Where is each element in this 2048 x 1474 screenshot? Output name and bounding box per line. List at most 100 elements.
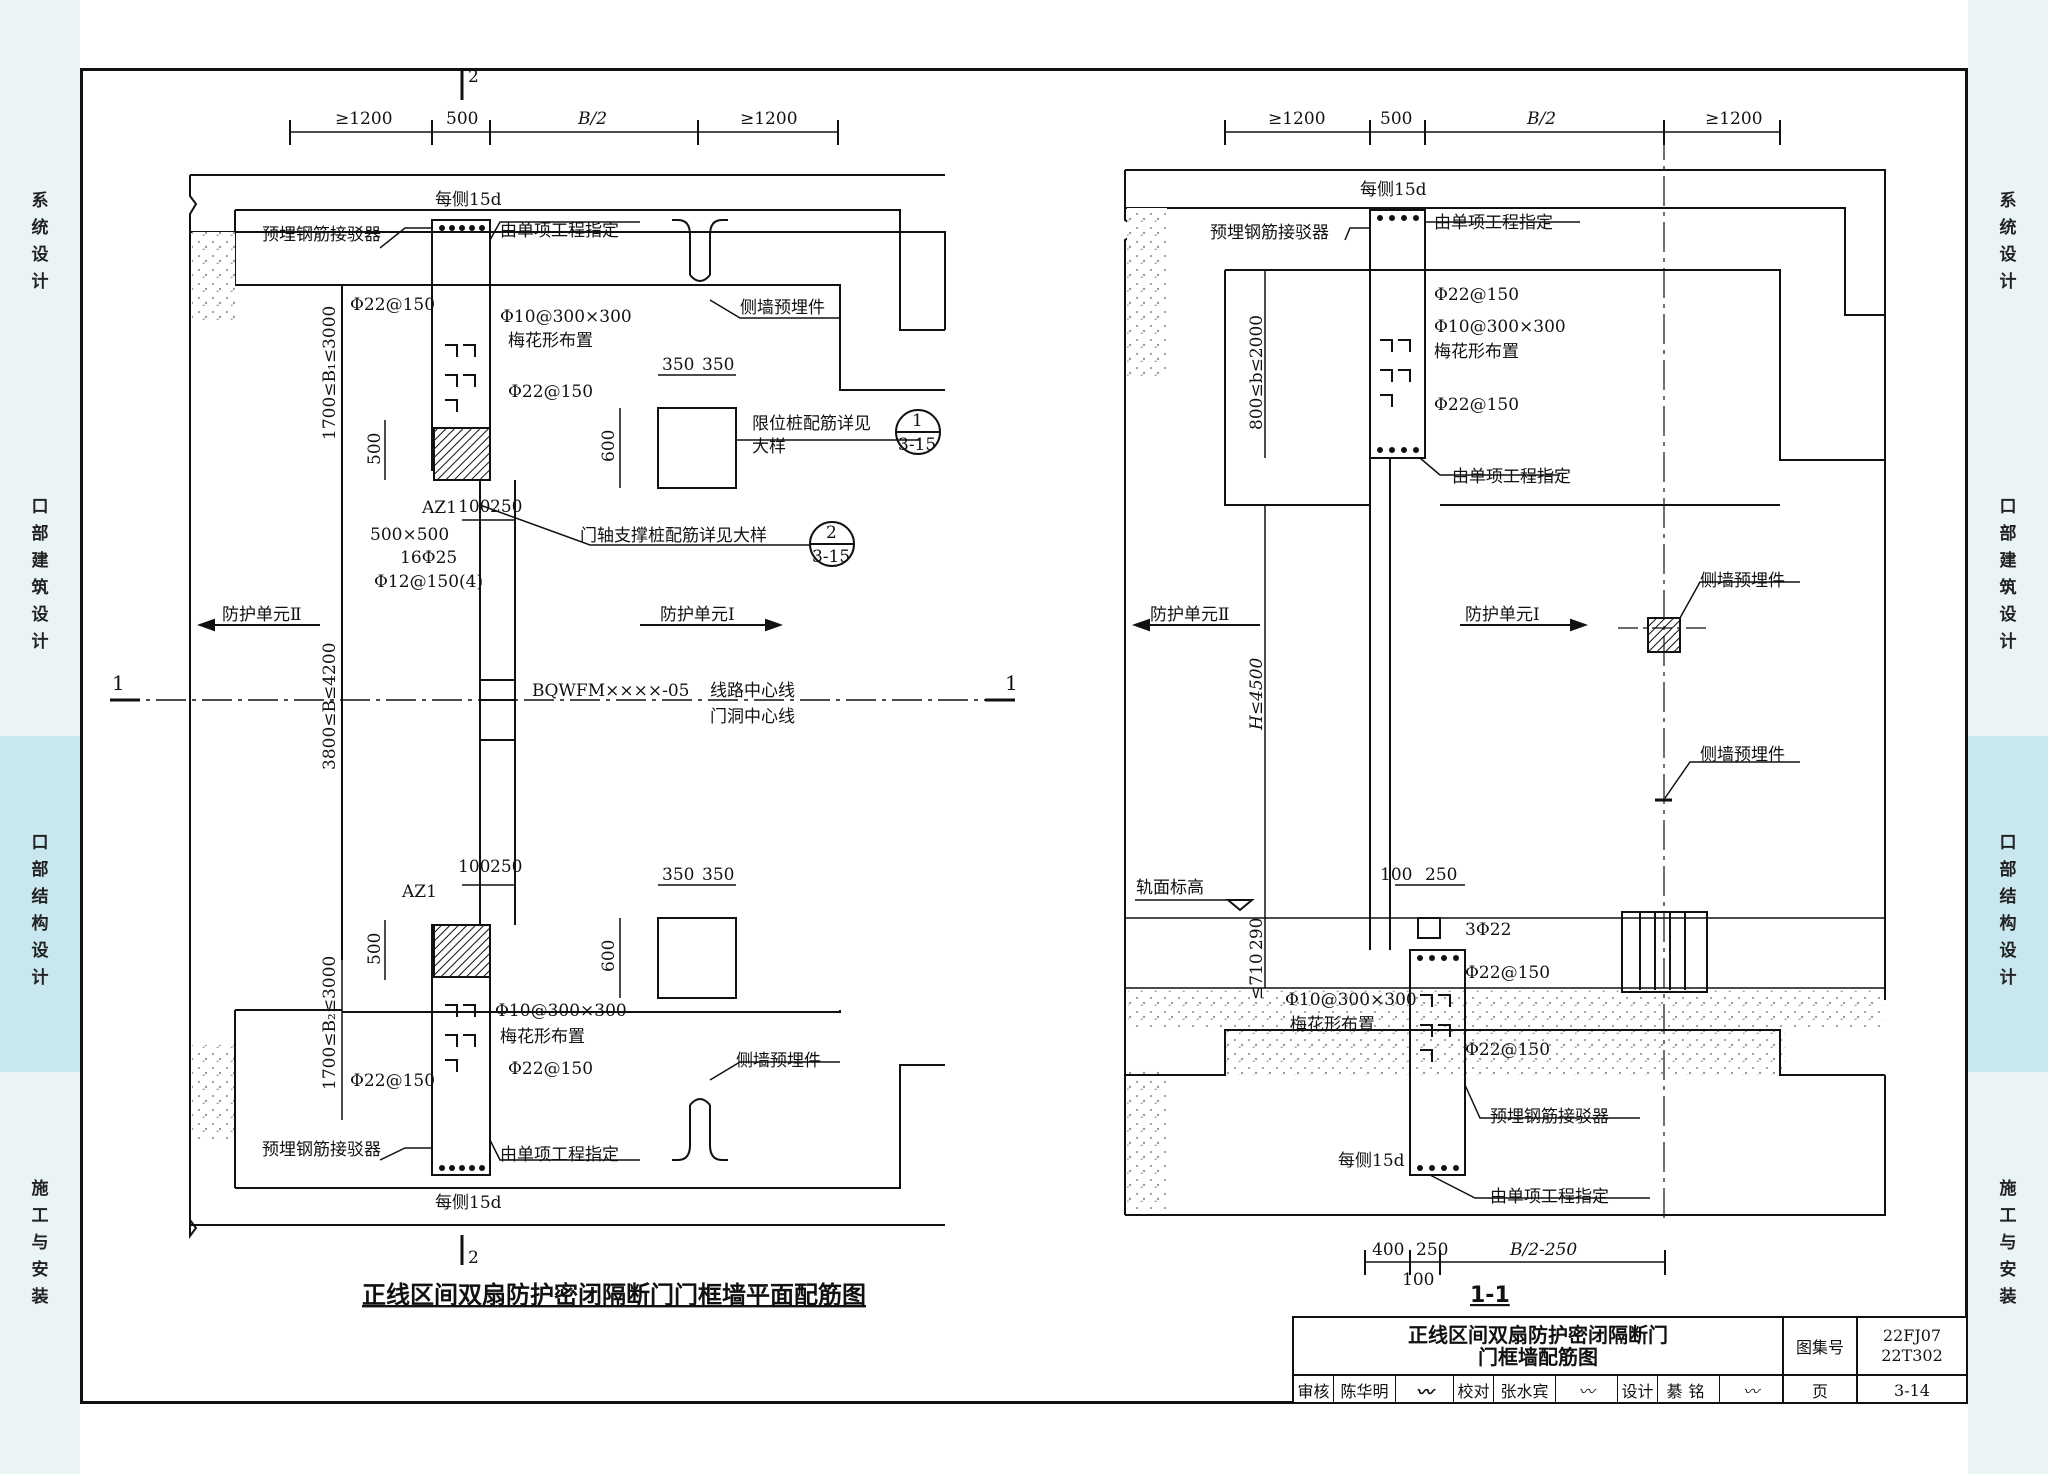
tb-atlas-no: 22FJ07 22T302 [1858, 1318, 1966, 1376]
plan-outer-wall-top [189, 175, 946, 330]
side-tab-glyph: 工 [31, 1206, 49, 1226]
section-plum: 梅花形布置 [1434, 342, 1519, 362]
side-tab-glyph: 筑 [31, 578, 49, 598]
right-band-1 [1968, 0, 2048, 400]
plan-door-code: BQWFM××××-05 [532, 681, 689, 701]
tb-designer: 綦铭 [1658, 1376, 1720, 1404]
section-bar-detail [1417, 917, 1441, 939]
tb-atlas-no-1: 22FJ07 [1882, 1326, 1942, 1345]
section-each-side-top: 每侧15d [1360, 180, 1427, 200]
section-frame-lower [1409, 949, 1466, 1176]
plan-dim-b1: 1700≤B₁≤3000 [320, 306, 340, 440]
side-tab-glyph: 装 [31, 1287, 49, 1307]
tb-page-label: 页 [1784, 1376, 1858, 1404]
plan-dim-b: 3800≤B≤4200 [320, 642, 340, 770]
section-unit2: 防护单元Ⅱ [1150, 605, 1230, 625]
section-each-side-bottom: 每侧15d [1338, 1151, 1405, 1171]
plan-az1-top: AZ1 [421, 498, 457, 518]
tb-title-1: 正线区间双扇防护密闭隔断门 [1408, 1323, 1668, 1347]
detail1-num: 1 [912, 411, 923, 431]
section-tie: Φ10@300×300 [1434, 317, 1566, 337]
section-dim-b: 800≤b≤2000 [1247, 315, 1267, 430]
side-tab-glyph: 与 [1999, 1233, 2017, 1253]
side-tab-glyph: 部 [31, 860, 49, 880]
plan-dim-600-bottom: 600 [599, 940, 619, 972]
section-tie-b: Φ10@300×300 [1285, 990, 1417, 1010]
side-tab-right-3[interactable]: 口部结构设计 [1968, 830, 2048, 992]
side-tab-glyph: 安 [31, 1260, 49, 1280]
side-tab-glyph: 与 [31, 1233, 49, 1253]
section-concrete-bottom [1127, 1070, 1167, 1210]
side-tab-left-3[interactable]: 口部结构设计 [0, 830, 80, 992]
section-view [1124, 120, 1886, 1275]
side-tab-glyph: 构 [31, 914, 49, 934]
side-tab-glyph: 部 [1999, 860, 2017, 880]
side-tab-glyph: 构 [1999, 914, 2017, 934]
plan-dim-100-top: 100 [458, 497, 490, 517]
side-tab-left-1[interactable]: 系统设计 [0, 188, 80, 296]
plan-each-side-top: 每侧15d [435, 190, 502, 210]
section-unit1: 防护单元Ⅰ [1465, 605, 1540, 625]
rebar-dots-upper [439, 225, 485, 1171]
plan-rebar-a: Φ22@150 [350, 295, 435, 315]
side-tab-glyph: 结 [31, 887, 49, 907]
right-band-3-active [1968, 736, 2048, 1072]
side-tab-glyph: 设 [1999, 941, 2017, 961]
plan-concrete-bottom [192, 1045, 235, 1142]
side-tab-left-2[interactable]: 口部建筑设计 [0, 494, 80, 656]
plan-dim-b2: 1700≤B₂≤3000 [320, 956, 340, 1090]
section-dim-top-4: ≥1200 [1705, 109, 1763, 129]
side-tab-glyph: 部 [31, 524, 49, 544]
side-tab-glyph: 计 [1999, 272, 2017, 292]
section-coupler-top: 预埋钢筋接驳器 [1210, 223, 1329, 243]
section-dim-100: 100 [1380, 865, 1412, 885]
tb-title-cell: 正线区间双扇防护密闭隔断门 门框墙配筋图 [1294, 1318, 1784, 1376]
plan-detail-word: 大样 [752, 437, 786, 457]
side-tab-right-2[interactable]: 口部建筑设计 [1968, 494, 2048, 656]
side-tab-glyph: 设 [31, 245, 49, 265]
section-dim-bottom-4: 100 [1402, 1270, 1434, 1290]
tb-review-label: 审核 [1294, 1376, 1334, 1404]
left-band-1 [0, 0, 80, 400]
section-plum-b: 梅花形布置 [1290, 1015, 1375, 1035]
side-tab-right-4[interactable]: 施工与安装 [1968, 1176, 2048, 1311]
plan-side-embed-top: 侧墙预埋件 [740, 298, 825, 318]
section-dim-h: H≤4500 [1247, 657, 1267, 731]
section-coupler-bottom: 预埋钢筋接驳器 [1490, 1107, 1609, 1127]
side-tab-glyph: 口 [1999, 497, 2017, 517]
side-tab-glyph: 建 [31, 551, 49, 571]
plan-rebar-c: Φ22@150 [508, 1059, 593, 1079]
tb-designer-signature: 〰 [1720, 1376, 1784, 1404]
tb-title-2: 门框墙配筋图 [1478, 1345, 1598, 1369]
plan-step-top [342, 284, 945, 391]
plan-dim-500-bottom: 500 [365, 933, 385, 965]
plan-dim-350c: 350 [662, 865, 694, 885]
plan-line-center: 线路中心线 [710, 681, 795, 701]
plan-dim-top-2: 500 [446, 109, 478, 129]
section-rebar-d: Φ22@150 [1465, 1040, 1550, 1060]
tb-page-no: 3-14 [1894, 1380, 1930, 1400]
section-rebar-b: Φ22@150 [1434, 395, 1519, 415]
side-tab-glyph: 设 [1999, 605, 2017, 625]
side-tab-glyph: 口 [31, 497, 49, 517]
section-title: 1-1 [1470, 1283, 1510, 1308]
plan-cut-left: 1 [112, 671, 125, 695]
section-bars-3: 3Φ22 [1465, 920, 1511, 940]
side-tab-left-4[interactable]: 施工与安装 [0, 1176, 80, 1311]
title-block: 正线区间双扇防护密闭隔断门 门框墙配筋图 图集号 22FJ07 22T302 审… [1292, 1316, 1968, 1404]
section-dim-top-2: 500 [1380, 109, 1412, 129]
side-tab-glyph: 口 [1999, 833, 2017, 853]
side-tab-glyph: 统 [31, 218, 49, 238]
plan-wall-bottom-outline [235, 1064, 945, 1189]
tb-reviewer: 陈华明 [1334, 1376, 1396, 1404]
side-embed-hook-top [672, 219, 728, 282]
tb-check-label: 校对 [1454, 1376, 1494, 1404]
tb-design-label: 设计 [1618, 1376, 1658, 1404]
side-tab-glyph: 计 [1999, 968, 2017, 988]
side-tab-glyph: 计 [31, 272, 49, 292]
right-band-2 [1968, 400, 2048, 736]
side-tab-right-1[interactable]: 系统设计 [1968, 188, 2048, 296]
tie-marks-upper [445, 344, 476, 1072]
plan-title: 正线区间双扇防护密闭隔断门门框墙平面配筋图 [362, 1281, 866, 1309]
section-dim-top-3: B/2 [1526, 109, 1556, 129]
